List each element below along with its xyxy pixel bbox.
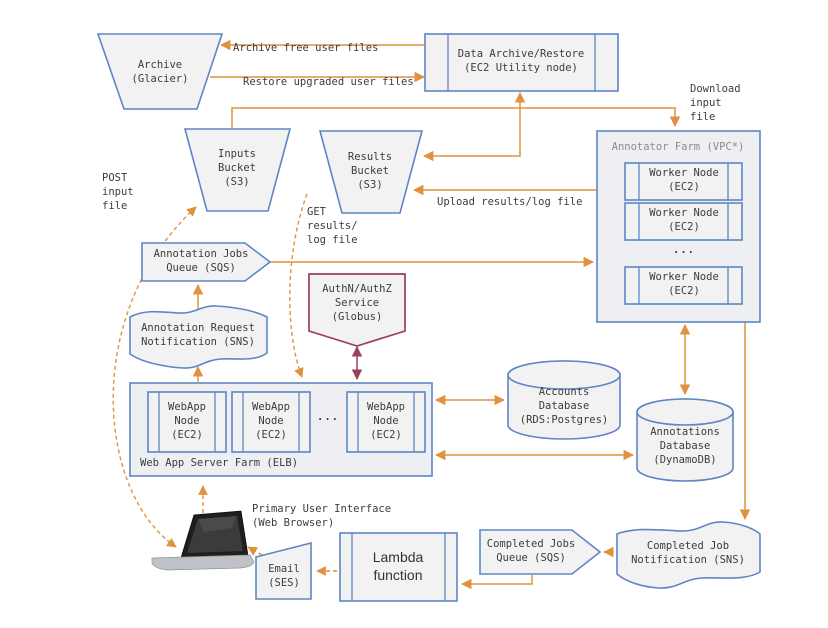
edge-label-archive-free: Archive free user files	[233, 42, 379, 54]
archive-glacier-label: Archive (Glacier)	[131, 59, 189, 85]
edge-post-input-file	[112, 206, 197, 548]
worker-node-1-label: Worker Node (EC2)	[649, 167, 719, 193]
completed-jobs-queue-shape	[479, 529, 602, 575]
edge-label-upload: Upload results/log file	[437, 196, 583, 208]
results-bucket-label: Results Bucket (S3)	[347, 151, 393, 191]
accounts-db-shape	[507, 360, 621, 440]
webapp-farm-label: Web App Server Farm (ELB)	[140, 457, 299, 469]
annotator-farm-label: Annotator Farm (VPC*)	[611, 141, 745, 154]
completed-job-sns-label: Completed Job Notification (SNS)	[631, 540, 745, 566]
completed-jobs-queue-label: Completed Jobs Queue (SQS)	[486, 538, 576, 564]
worker-node-2-shape	[624, 202, 743, 241]
edge-label-restore: Restore upgraded user files	[243, 76, 414, 88]
edge-results-data-archive	[422, 91, 526, 162]
worker-node-3-label: Worker Node (EC2)	[649, 271, 719, 297]
webapp-ellipsis: ...	[317, 411, 339, 424]
annotation-request-sns-shape	[129, 305, 268, 369]
edge-completed-queue-to-lambda	[460, 575, 533, 590]
worker-node-3-shape	[624, 266, 743, 305]
inputs-bucket-label: Inputs Bucket (S3)	[218, 148, 256, 188]
primary-ui-label: Primary User Interface (Web Browser)	[252, 503, 392, 529]
webapp-node-3-label: WebApp Node (EC2)	[367, 401, 405, 441]
lambda-label: Lambda function	[372, 548, 424, 583]
edge-label-post: POST input file	[102, 172, 134, 212]
archive-glacier-shape	[96, 33, 224, 110]
edge-label-download: Download input file	[690, 83, 741, 123]
lambda-shape	[339, 532, 458, 602]
email-ses-label: Email (SES)	[268, 563, 300, 589]
laptop-icon	[151, 510, 255, 571]
annotations-db-shape	[636, 398, 734, 482]
edge-download-input-file	[231, 107, 681, 129]
webapp-node-3-shape	[346, 391, 426, 453]
globus-auth-shape	[308, 273, 406, 347]
edge-email-to-browser	[247, 546, 263, 556]
webapp-node-1-label: WebApp Node (EC2)	[168, 401, 206, 441]
worker-node-1-shape	[624, 162, 743, 201]
edge-label-get: GET results/ log file	[307, 206, 358, 246]
worker-ellipsis: ...	[673, 244, 695, 257]
completed-job-sns-shape	[616, 521, 761, 589]
worker-node-2-label: Worker Node (EC2)	[649, 207, 719, 233]
webapp-node-2-shape	[231, 391, 311, 453]
annotation-jobs-queue-label: Annotation Jobs Queue (SQS)	[153, 248, 249, 274]
annotation-request-sns-label: Annotation Request Notification (SNS)	[141, 322, 255, 348]
data-archive-restore-shape	[424, 33, 619, 92]
globus-auth-label: AuthN/AuthZ Service (Globus)	[322, 283, 392, 323]
edge-get-results-log-file	[289, 193, 308, 378]
annotation-jobs-queue-shape	[141, 242, 272, 282]
email-ses-shape	[255, 541, 312, 600]
accounts-db-label: Accounts Database (RDS:Postgres)	[519, 386, 609, 426]
results-bucket-shape	[318, 130, 424, 214]
inputs-bucket-shape	[183, 128, 292, 212]
annotations-db-label: Annotations Database (DynamoDB)	[650, 426, 720, 466]
webapp-node-1-shape	[147, 391, 227, 453]
data-archive-restore-label: Data Archive/Restore (EC2 Utility node)	[457, 48, 585, 74]
webapp-node-2-label: WebApp Node (EC2)	[252, 401, 290, 441]
